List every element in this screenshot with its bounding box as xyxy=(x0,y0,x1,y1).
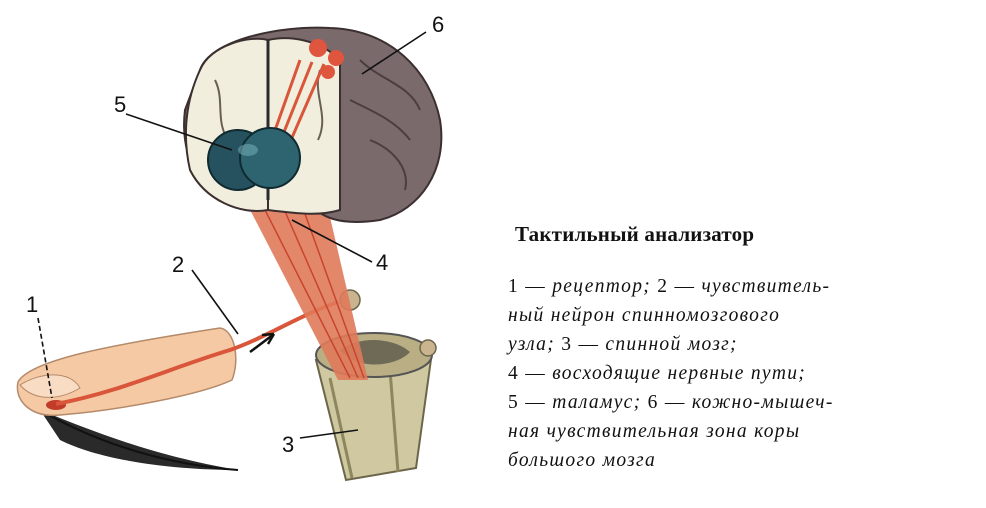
legend-number: 3 xyxy=(561,334,573,355)
finger xyxy=(16,327,237,417)
feather xyxy=(39,409,239,471)
legend-text: рецептор; xyxy=(552,276,652,297)
legend-text: кожно-мышеч- xyxy=(691,392,834,413)
legend-row: 5 — таламус; 6 — кожно-мышеч- xyxy=(508,392,834,413)
legend-text: спинной мозг; xyxy=(605,334,738,355)
legend-row: узла; 3 — спинной мозг; xyxy=(508,334,738,355)
legend-text: чувствитель- xyxy=(701,276,831,297)
callout-6: 6 xyxy=(432,12,444,37)
spinal-cord xyxy=(314,289,437,482)
leader-lines xyxy=(37,31,427,439)
legend-row: большого мозга xyxy=(508,446,978,475)
legend-number: 4 xyxy=(508,363,520,384)
legend: 1 — рецептор; 2 — чувствитель-ный нейрон… xyxy=(508,272,978,475)
legend-text: ная чувствительная зона коры xyxy=(508,421,801,442)
diagram-title: Тактильный анализатор xyxy=(515,222,755,246)
legend-row: ная чувствительная зона коры xyxy=(508,417,978,446)
legend-text: ный нейрон спинномозгового xyxy=(508,305,781,326)
legend-text: восходящие нервные пути; xyxy=(552,363,807,384)
sensory-neuron xyxy=(55,300,339,406)
legend-text: большого мозга xyxy=(508,450,656,471)
callout-5: 5 xyxy=(114,92,126,117)
legend-number: 2 xyxy=(657,276,669,297)
callout-4: 4 xyxy=(376,250,388,275)
brain xyxy=(183,26,443,223)
legend-text: таламус; xyxy=(552,392,642,413)
thalamus xyxy=(207,127,301,191)
legend-row: 1 — рецептор; 2 — чувствитель- xyxy=(508,276,831,297)
legend-row: 4 — восходящие нервные пути; xyxy=(508,363,807,384)
legend-number: 6 xyxy=(647,392,659,413)
callout-1: 1 xyxy=(26,292,38,317)
legend-number: 1 xyxy=(508,276,520,297)
legend-text: узла; xyxy=(508,334,556,355)
legend-row: ный нейрон спинномозгового xyxy=(508,301,978,330)
callout-2: 2 xyxy=(172,252,184,277)
callout-3: 3 xyxy=(282,432,294,457)
tactile-analyzer-illustration: 1 2 3 4 5 6 xyxy=(16,12,444,482)
legend-number: 5 xyxy=(508,392,520,413)
